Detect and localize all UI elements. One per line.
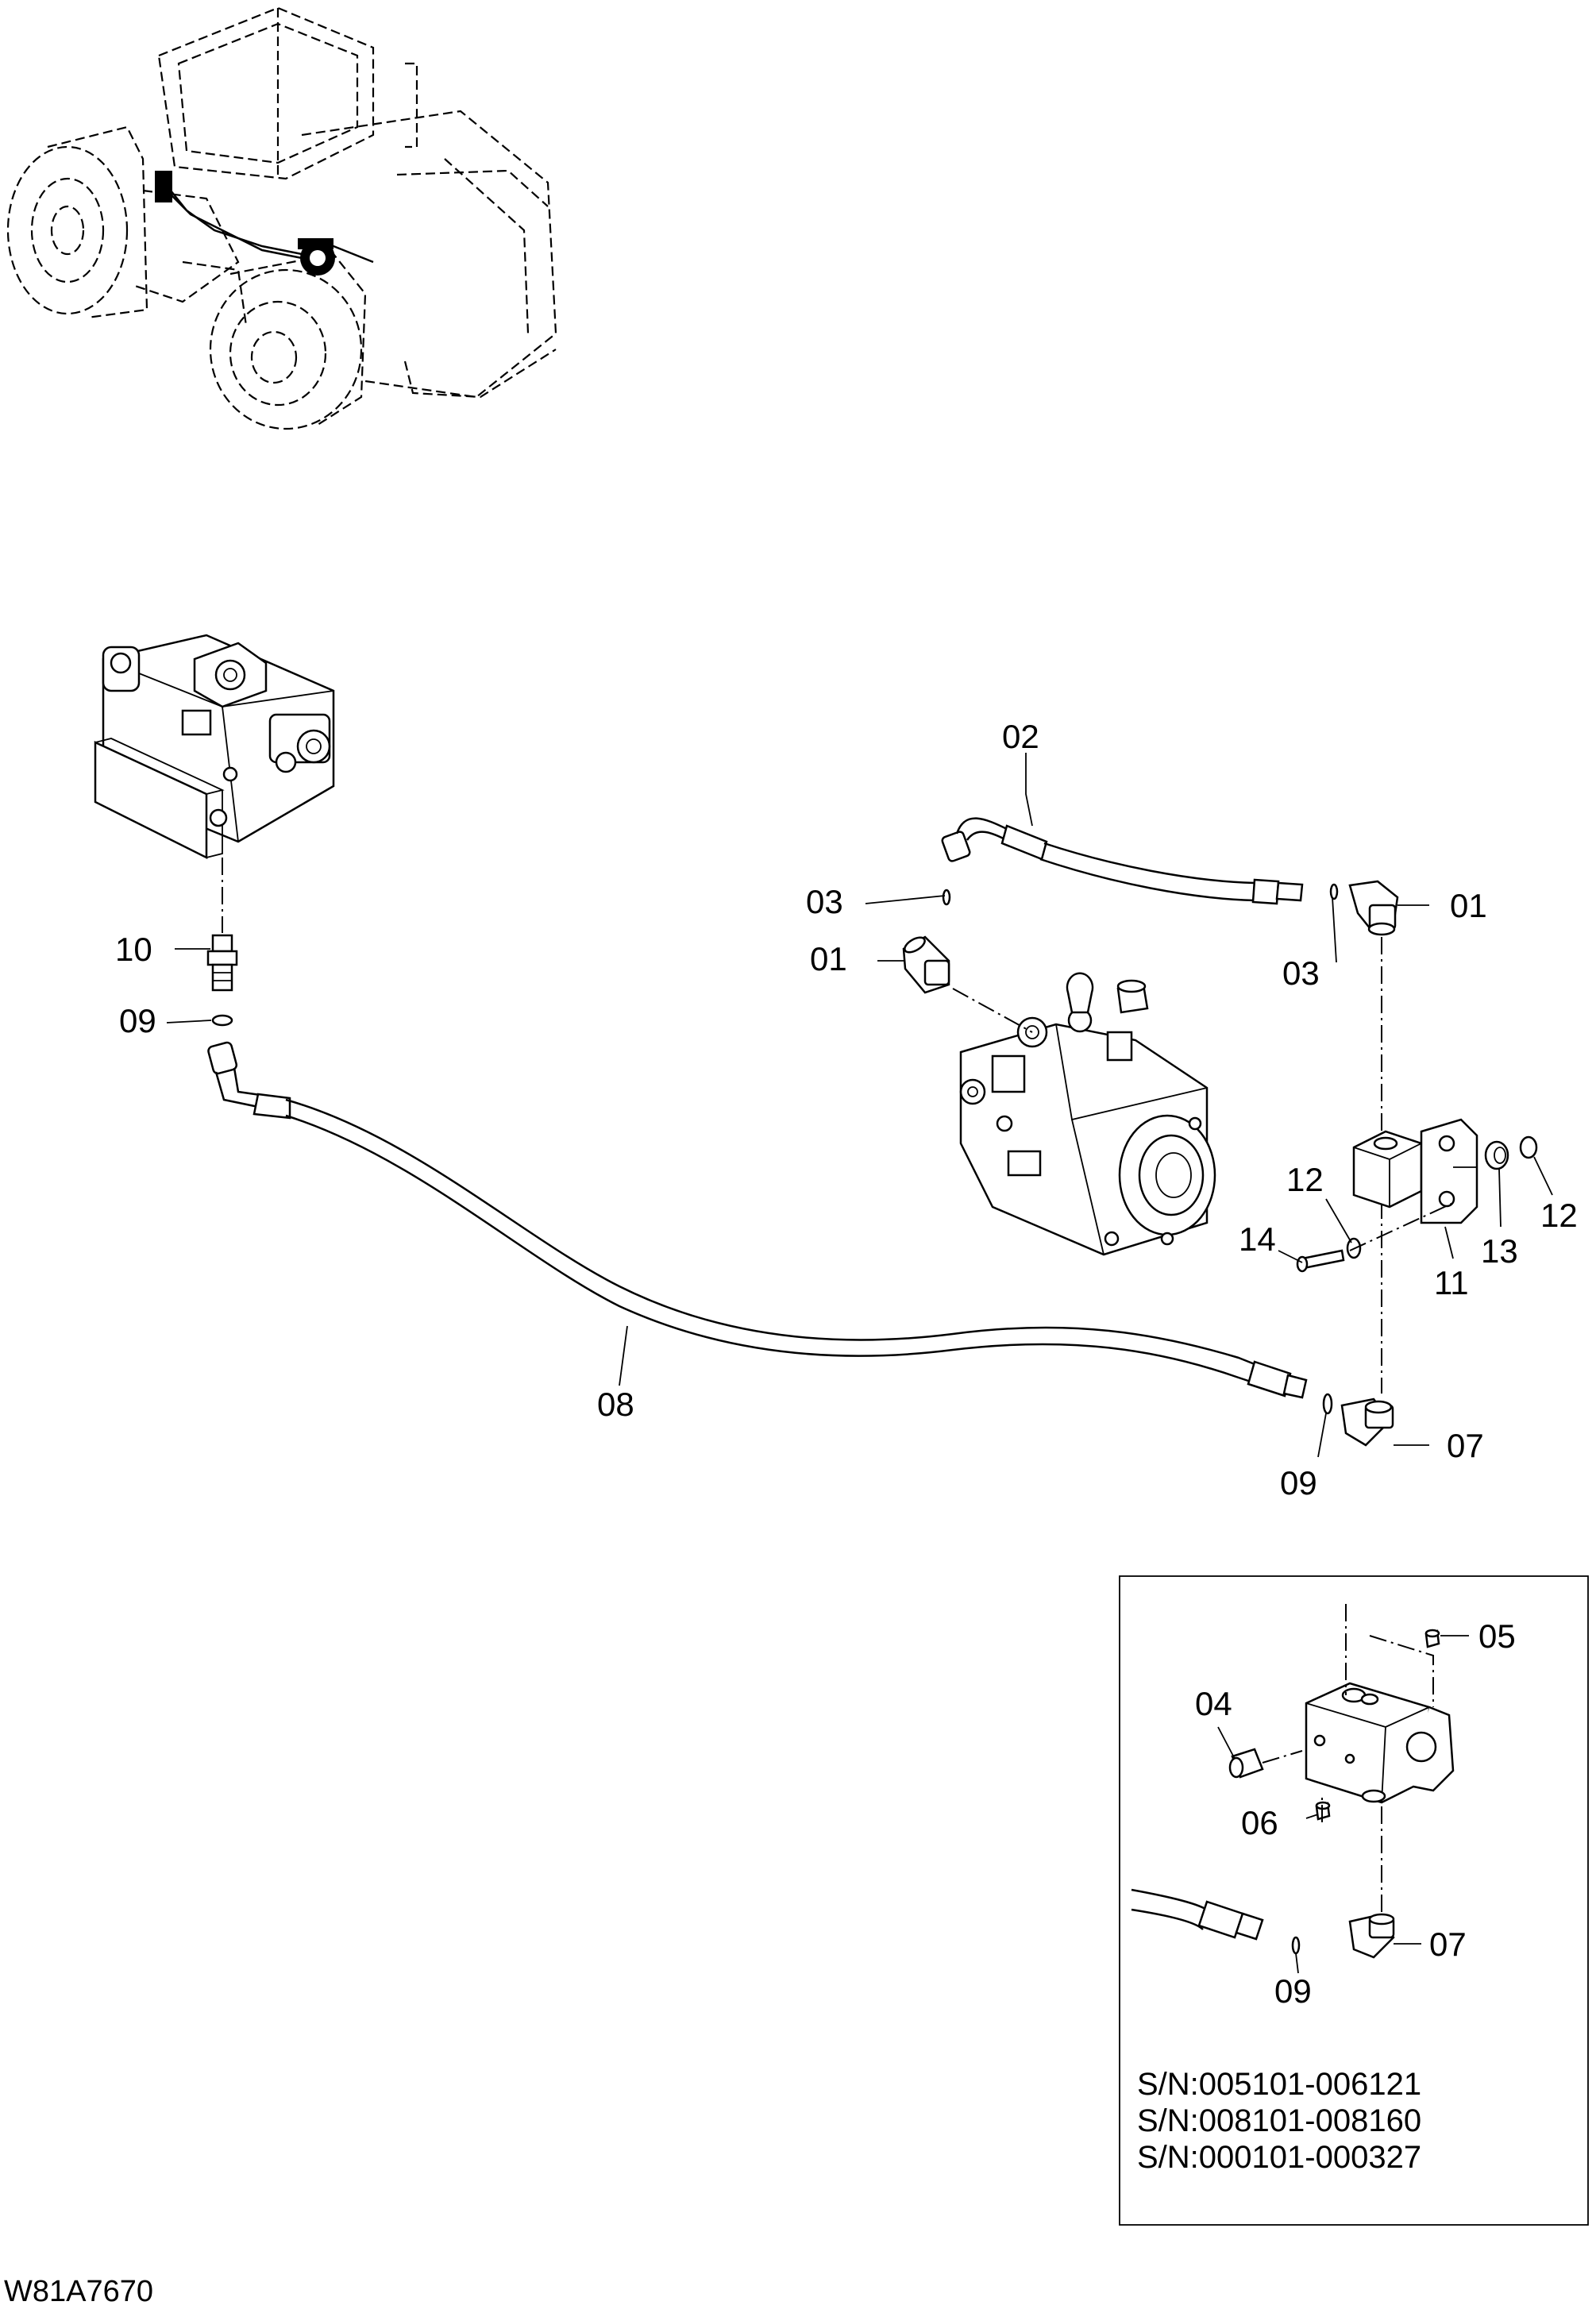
hydraulic-pump-illustration <box>959 972 1216 1256</box>
elbow-fitting-01 <box>902 935 950 994</box>
loader-overview-illustration <box>6 6 557 430</box>
callout-14: 14 <box>1239 1220 1276 1258</box>
serial-number-range: S/N:005101-006121 <box>1137 2067 1421 2102</box>
callout-04: 04 <box>1195 1685 1232 1722</box>
callout-01: 01 <box>1450 887 1487 924</box>
centerline <box>1349 1202 1454 1251</box>
callout-09: 09 <box>1280 1464 1317 1502</box>
bolt-14 <box>1296 1249 1345 1273</box>
serial-number-range: S/N:008101-008160 <box>1137 2103 1421 2138</box>
hose-02 <box>941 817 1304 905</box>
callout-09: 09 <box>1274 1972 1312 2010</box>
valve-block-illustration <box>94 634 335 860</box>
callout-12: 12 <box>1540 1197 1578 1234</box>
elbow-fitting-01 <box>1348 880 1399 936</box>
drawing-code: W81A7670 <box>4 2275 153 2308</box>
callout-10: 10 <box>115 931 152 968</box>
o-ring-09 <box>211 1014 233 1027</box>
callout-07: 07 <box>1429 1926 1467 1963</box>
callout-09: 09 <box>119 1002 156 1039</box>
centerline <box>952 988 1033 1033</box>
connector-fitting-10 <box>206 934 238 992</box>
callout-05: 05 <box>1478 1617 1516 1655</box>
nipple-13 <box>1484 1140 1509 1170</box>
o-ring-03 <box>1329 883 1339 900</box>
callout-11: 11 <box>1434 1264 1469 1301</box>
leader-lines <box>166 753 1553 1974</box>
hose-08 <box>207 1041 1308 1399</box>
inset-illustration <box>1131 1629 1455 1959</box>
callout-03: 03 <box>806 883 843 920</box>
callout-12: 12 <box>1286 1161 1324 1198</box>
callout-02: 02 <box>1002 718 1039 755</box>
callout-13: 13 <box>1481 1232 1518 1270</box>
callout-07: 07 <box>1447 1427 1484 1464</box>
o-ring-09 <box>1322 1393 1333 1415</box>
block-11 <box>1352 1118 1478 1224</box>
inset-frame <box>1119 1575 1589 2226</box>
callout-06: 06 <box>1241 1804 1278 1841</box>
centerline <box>1262 1750 1303 1764</box>
serial-number-range: S/N:000101-000327 <box>1137 2140 1421 2175</box>
callout-03: 03 <box>1282 954 1320 992</box>
elbow-fitting-07 <box>1340 1397 1394 1447</box>
centerline <box>1369 1635 1434 1707</box>
callout-01: 01 <box>810 940 847 977</box>
washer-12 <box>1519 1135 1538 1159</box>
o-ring-03 <box>942 889 951 906</box>
callout-08: 08 <box>597 1386 634 1423</box>
